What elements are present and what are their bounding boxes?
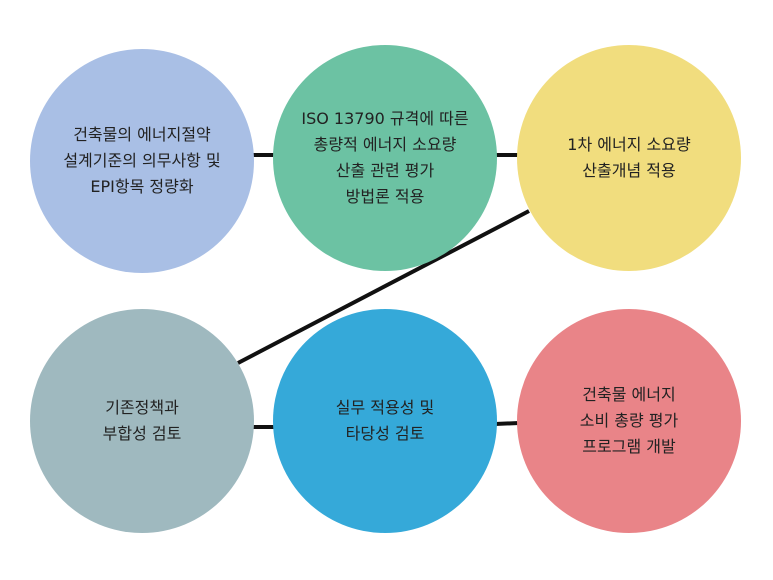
- node-line: 산출 관련 평가: [335, 161, 435, 180]
- node-practicality-validity-review: 실무 적용성 및 타당성 검토: [273, 309, 497, 533]
- node-line: 산출개념 적용: [582, 161, 676, 180]
- node-line: 프로그램 개발: [582, 437, 676, 456]
- node-line: ISO 13790 규격에 따른: [301, 109, 469, 128]
- node-line: 방법론 적용: [345, 187, 425, 206]
- node-line: EPI항목 정량화: [90, 177, 194, 196]
- node-evaluation-program-development: 건축물 에너지 소비 총량 평가 프로그램 개발: [517, 309, 741, 533]
- node-iso-13790-methodology: ISO 13790 규격에 따른 총량적 에너지 소요량 산출 관련 평가 방법…: [273, 45, 497, 271]
- node-line: 총량적 에너지 소요량: [313, 135, 457, 154]
- connector-n5-n6: [494, 421, 520, 426]
- node-line: 기존정책과: [105, 398, 179, 417]
- node-label: 건축물의 에너지절약 설계기준의 의무사항 및 EPI항목 정량화: [63, 122, 220, 200]
- node-line: 건축물 에너지: [582, 385, 676, 404]
- node-policy-consistency-review: 기존정책과 부합성 검토: [30, 309, 254, 533]
- node-line: 타당성 검토: [345, 424, 425, 443]
- node-label: 기존정책과 부합성 검토: [103, 395, 182, 447]
- node-line: 1차 에너지 소요량: [567, 135, 691, 154]
- node-line: 실무 적용성 및: [335, 398, 435, 417]
- node-label: ISO 13790 규격에 따른 총량적 에너지 소요량 산출 관련 평가 방법…: [301, 106, 468, 210]
- node-primary-energy-concept: 1차 에너지 소요량 산출개념 적용: [517, 45, 741, 271]
- node-line: 건축물의 에너지절약: [73, 125, 211, 144]
- connector-n3-n4: [237, 209, 530, 365]
- node-label: 실무 적용성 및 타당성 검토: [336, 395, 435, 447]
- node-label: 건축물 에너지 소비 총량 평가 프로그램 개발: [580, 382, 679, 460]
- node-line: 부합성 검토: [102, 424, 182, 443]
- node-label: 1차 에너지 소요량 산출개념 적용: [567, 132, 690, 184]
- node-line: 소비 총량 평가: [579, 411, 679, 430]
- node-energy-saving-design-criteria: 건축물의 에너지절약 설계기준의 의무사항 및 EPI항목 정량화: [30, 49, 254, 273]
- node-line: 설계기준의 의무사항 및: [63, 151, 221, 170]
